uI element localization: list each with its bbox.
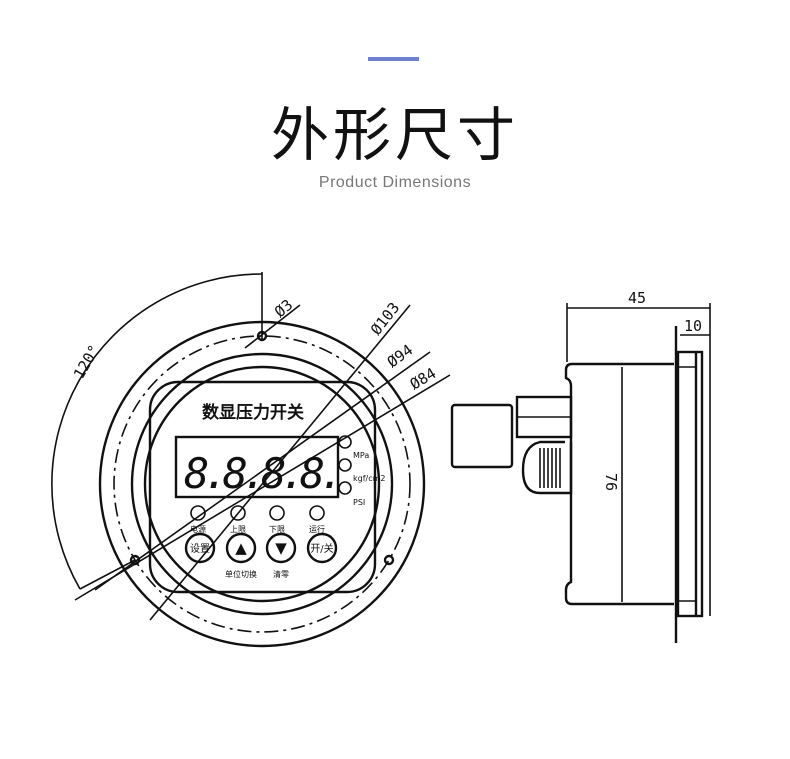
button-caption: 清零 bbox=[273, 569, 289, 579]
unit-label: kgf/cm2 bbox=[353, 474, 386, 483]
hole-leader bbox=[244, 304, 301, 349]
indicator-led bbox=[230, 505, 246, 521]
inner-dim-line bbox=[74, 374, 451, 601]
threaded-connector bbox=[450, 403, 514, 469]
up-button bbox=[225, 532, 257, 564]
indicator-label: 上限 bbox=[230, 525, 246, 534]
bolt-hole bbox=[383, 554, 395, 566]
set-button bbox=[184, 532, 216, 564]
depth-label: 45 bbox=[628, 289, 646, 307]
unit-led bbox=[338, 458, 352, 472]
indicator-label: 运行 bbox=[309, 524, 325, 534]
angle-arc bbox=[51, 273, 263, 590]
knurling bbox=[539, 448, 561, 488]
side-view: 45 10 76 bbox=[450, 289, 711, 643]
page-subtitle: Product Dimensions bbox=[318, 174, 472, 191]
knurled-nut bbox=[521, 440, 573, 495]
front-view: 数显压力开关 8.8.8.8. MPa kgf/cm2 PSI 电源 上限 下限… bbox=[51, 272, 451, 648]
inner-dim-label: Ø84 bbox=[407, 364, 439, 393]
front-bezel bbox=[676, 350, 704, 618]
indicator-led bbox=[190, 505, 206, 521]
bezel-circle bbox=[130, 352, 394, 616]
indicator-label: 电源 bbox=[190, 524, 206, 534]
page-title: 外形尺寸 bbox=[270, 101, 519, 169]
bolt-dim-line bbox=[94, 351, 431, 591]
hole-label: Ø3 bbox=[271, 296, 296, 321]
flange-label: 10 bbox=[684, 317, 702, 335]
inner-circle bbox=[143, 365, 381, 603]
button-label: 设置 bbox=[190, 543, 210, 555]
angle-label: 120° bbox=[70, 342, 104, 382]
accent-bar bbox=[368, 57, 419, 61]
down-button bbox=[265, 532, 297, 564]
bolt-dim-label: Ø94 bbox=[384, 341, 416, 371]
display-digits: 8.8.8.8. bbox=[184, 449, 338, 498]
face-panel bbox=[148, 380, 377, 594]
unit-led bbox=[338, 481, 352, 495]
indicator-led bbox=[269, 505, 285, 521]
down-arrow-icon: ▼ bbox=[275, 539, 287, 557]
indicator-label: 下限 bbox=[269, 525, 285, 534]
indicator-led bbox=[309, 505, 325, 521]
up-arrow-icon: ▲ bbox=[235, 539, 247, 557]
button-caption: 单位切换 bbox=[225, 569, 257, 579]
button-label: 开/关 bbox=[310, 542, 333, 555]
angle-leader bbox=[79, 559, 136, 590]
panel-title: 数显压力开关 bbox=[202, 402, 304, 423]
height-label: 76 bbox=[602, 473, 620, 491]
unit-label: MPa bbox=[353, 451, 369, 460]
lcd-display bbox=[174, 435, 340, 499]
power-button bbox=[306, 532, 338, 564]
outer-dim-line bbox=[149, 304, 411, 621]
unit-label: PSI bbox=[353, 498, 365, 507]
bolt-circle bbox=[113, 335, 411, 633]
